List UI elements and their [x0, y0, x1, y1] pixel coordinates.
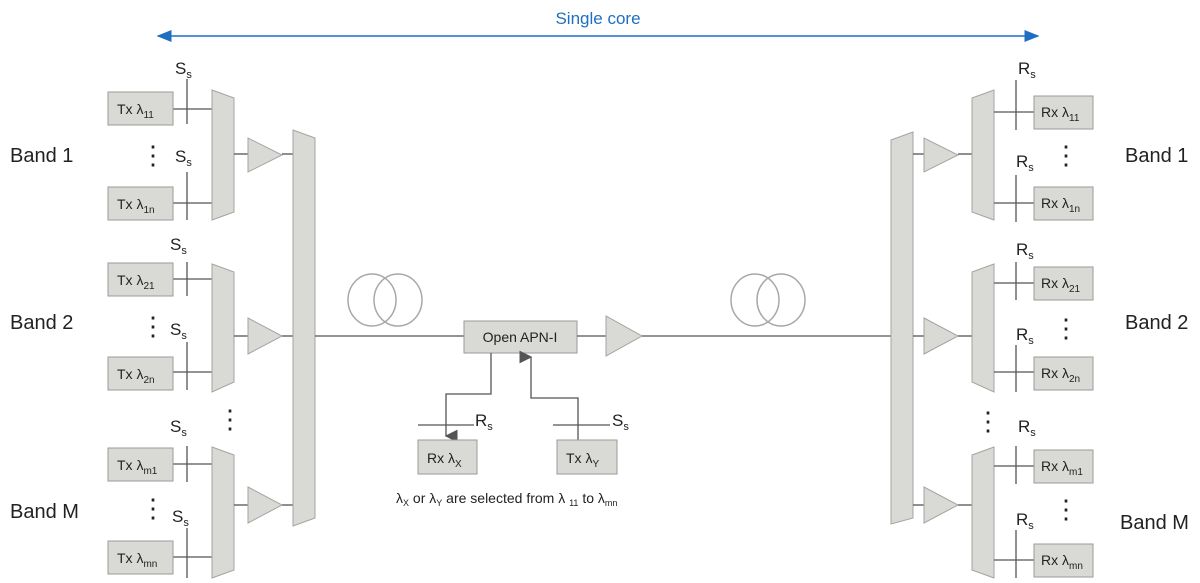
rx-box-2n: Rx λ2n [1033, 356, 1094, 391]
open-apn-label: Open APN-I [483, 329, 558, 345]
rx-box-1n: Rx λ1n [1033, 186, 1094, 221]
r-label-center: Rs [475, 411, 493, 433]
right-demux-1 [971, 89, 995, 221]
selection-note: λX or λY are selected from λ 11 to λmn [396, 490, 617, 508]
r-label-right: Rs [1016, 240, 1034, 262]
r-label-right: Rs [1018, 59, 1036, 81]
right-band-demux [890, 131, 914, 525]
band-label-left-m: Band M [10, 501, 79, 523]
right-amp-1 [923, 137, 960, 173]
svg-text:Tx λ11: Tx λ11 [117, 101, 154, 121]
rx-box-11: Rx λ11 [1033, 95, 1094, 130]
tx-box-21: Tx λ21 [107, 262, 174, 297]
right-band-m-group [913, 446, 1034, 579]
s-label-center: Ss [612, 411, 629, 433]
s-label-left: Ss [170, 320, 187, 342]
rx-box-x [417, 439, 478, 475]
left-band-1-group [173, 79, 293, 221]
right-band-1-group [913, 80, 1034, 222]
s-label-left: Ss [175, 147, 192, 169]
band-label-left-2: Band 2 [10, 312, 73, 334]
s-label-left: Ss [170, 417, 187, 439]
tx-box-2n: Tx λ2n [107, 356, 174, 391]
fiber-spool-right [730, 273, 806, 327]
ellipsis-right-3: ⋮ [975, 406, 1001, 436]
left-mux-2 [211, 263, 235, 393]
svg-text:Rx λX: Rx λX [427, 450, 462, 470]
band-label-right-m: Band M [1120, 512, 1189, 534]
svg-text:Rx λm1: Rx λm1 [1041, 458, 1083, 478]
left-amp-1 [247, 137, 284, 173]
tx-box-1n: Tx λ1n [107, 186, 174, 221]
right-amp-m [923, 486, 960, 524]
s-label-left: Ss [175, 59, 192, 81]
r-label-right: Rs [1016, 152, 1034, 174]
rx-box-21: Rx λ21 [1033, 266, 1094, 301]
left-mux-m [211, 446, 235, 579]
left-amp-2 [247, 317, 284, 355]
s-label-left: Ss [170, 235, 187, 257]
ellipsis-right-4: ⋮ [1053, 494, 1079, 524]
band-label-right-1: Band 1 [1125, 145, 1188, 167]
ellipsis-left-4: ⋮ [140, 493, 166, 523]
left-band-2-group [173, 262, 293, 393]
svg-text:Tx λ1n: Tx λ1n [117, 196, 155, 216]
band-label-right-2: Band 2 [1125, 312, 1188, 334]
svg-text:Tx λm1: Tx λm1 [117, 457, 158, 477]
r-label-right: Rs [1016, 510, 1034, 532]
rx-box-m1: Rx λm1 [1033, 449, 1094, 484]
r-label-right: Rs [1018, 417, 1036, 439]
left-band-m-group [173, 446, 293, 579]
svg-text:Rx λ2n: Rx λ2n [1041, 365, 1080, 385]
svg-text:Tx λ2n: Tx λ2n [117, 366, 155, 386]
right-band-2-group [913, 262, 1034, 393]
ellipsis-left-1: ⋮ [140, 140, 166, 170]
rx-box-mn: Rx λmn [1033, 543, 1094, 578]
svg-text:Tx λmn: Tx λmn [117, 550, 157, 570]
right-amp-2 [923, 317, 960, 355]
tx-box-m1: Tx λm1 [107, 447, 174, 482]
svg-text:Rx λ1n: Rx λ1n [1041, 195, 1080, 215]
ellipsis-right-2: ⋮ [1053, 313, 1079, 343]
ellipsis-left-3: ⋮ [217, 404, 243, 434]
left-band-mux [292, 129, 316, 527]
svg-text:Rx λmn: Rx λmn [1041, 552, 1083, 572]
svg-text:Rx λ11: Rx λ11 [1041, 104, 1080, 124]
s-label-left: Ss [172, 507, 189, 529]
svg-text:Rx λ21: Rx λ21 [1041, 275, 1081, 295]
center-amp [605, 315, 644, 357]
tx-box-y [556, 439, 618, 475]
band-label-left-1: Band 1 [10, 145, 73, 167]
right-demux-2 [971, 263, 995, 393]
fiber-spool-left [347, 273, 423, 327]
left-amp-m [247, 486, 284, 524]
svg-text:Tx λY: Tx λY [566, 450, 599, 470]
diagram-title: Single core [555, 9, 640, 28]
ellipsis-right-1: ⋮ [1053, 140, 1079, 170]
right-demux-m [971, 446, 995, 579]
r-label-right: Rs [1016, 325, 1034, 347]
svg-text:Tx λ21: Tx λ21 [117, 272, 155, 292]
left-mux-1 [211, 89, 235, 221]
ellipsis-left-2: ⋮ [140, 311, 166, 341]
open-apn-node [463, 320, 578, 354]
tx-box-11: Tx λ11 [107, 91, 174, 126]
tx-box-mn: Tx λmn [107, 540, 174, 575]
